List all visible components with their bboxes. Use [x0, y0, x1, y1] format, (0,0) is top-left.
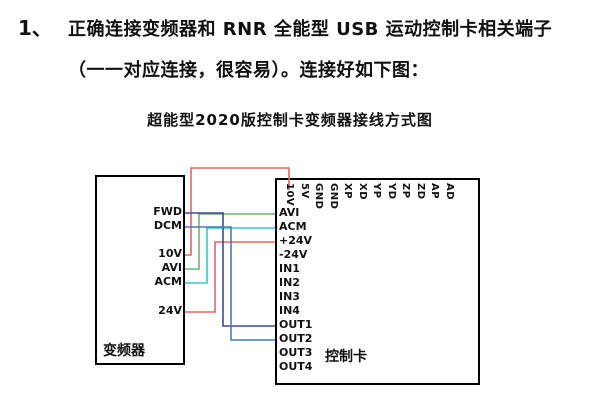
card-terminal-IN4: IN4 [279, 304, 300, 317]
card-top-pin-AD-11: AD [443, 183, 455, 201]
diagram-caption: 超能型2020版控制卡变频器接线方式图 [147, 111, 433, 129]
card-terminal-ACM: ACM [279, 220, 307, 233]
card-top-pin-10V-0: 10V [284, 183, 295, 207]
inverter-terminal-10V: 10V [158, 247, 182, 260]
card-top-pin-YP-6: YP [371, 183, 382, 199]
card-top-pin-XP-4: XP [342, 183, 353, 200]
wire-10V-to-10V [185, 167, 290, 256]
inverter-label: 变频器 [103, 343, 145, 359]
card-terminal-OUT1: OUT1 [279, 318, 313, 331]
control-card-box [275, 178, 480, 385]
list-number: 1、 [18, 16, 52, 40]
card-top-pin-ZP-8: ZP [400, 183, 411, 199]
card-top-pin-YD-7: YD [385, 183, 397, 200]
inverter-terminal-DCM: DCM [153, 219, 182, 232]
wire-DCM-to-OUT2 [185, 226, 275, 341]
card-terminal-IN3: IN3 [279, 290, 300, 303]
wire-ACM-to-ACM [185, 227, 275, 284]
control-card-label: 控制卡 [325, 349, 367, 365]
inverter-box [95, 175, 185, 365]
card-top-pin-XD-5: XD [356, 183, 368, 201]
inverter-terminal-24V: 24V [158, 304, 182, 317]
wire-AVI-to-AVI [185, 213, 275, 270]
card-terminal-IN2: IN2 [279, 276, 300, 289]
card-terminal--24V: -24V [279, 248, 308, 261]
inverter-terminal-AVI: AVI [161, 261, 182, 274]
card-terminal-IN1: IN1 [279, 262, 300, 275]
inverter-terminal-ACM: ACM [154, 275, 182, 288]
inverter-terminal-FWD: FWD [153, 205, 182, 218]
card-terminal-OUT4: OUT4 [279, 360, 313, 373]
card-terminal-OUT2: OUT2 [279, 332, 313, 345]
card-top-pin-5V-1: 5V [298, 183, 310, 199]
wire-24V-to-+24V [185, 241, 275, 313]
card-top-pin-GND-3: GND [327, 183, 339, 210]
wire-FWD-to-OUT1 [185, 212, 275, 327]
card-terminal-+24V: +24V [279, 234, 313, 247]
card-top-pin-GND-2: GND [313, 183, 324, 210]
card-top-pin-ZD-9: ZD [414, 183, 426, 200]
card-terminal-OUT3: OUT3 [279, 346, 313, 359]
card-top-pin-AP-10: AP [429, 183, 440, 200]
paragraph-line-2: （一一对应连接，很容易）。连接好如下图： [68, 60, 429, 81]
paragraph-line-1: 正确连接变频器和 RNR 全能型 USB 运动控制卡相关端子 [68, 19, 553, 40]
card-terminal-AVI: AVI [279, 206, 300, 219]
